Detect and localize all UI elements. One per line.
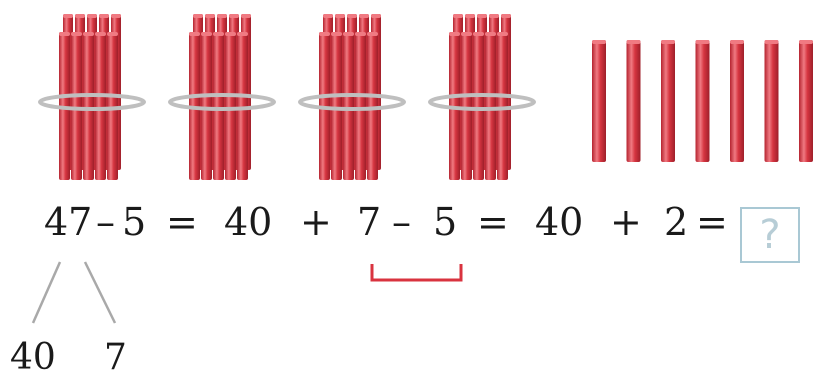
equation-term-tens: 40 (224, 203, 272, 241)
counting-stick (95, 32, 106, 180)
equation-term-minuend: 47 (44, 203, 92, 241)
equation-equals-sign: = (477, 203, 509, 241)
equation-term-difference: 2 (664, 203, 688, 241)
counting-stick (627, 40, 641, 162)
counting-stick (107, 32, 118, 180)
equation-equals-sign: = (696, 203, 728, 241)
equation-minus-sign: – (392, 203, 411, 241)
counting-stick (730, 40, 744, 162)
counting-stick (83, 32, 94, 180)
equation-minus-sign: – (96, 203, 115, 241)
decomposition-ones: 7 (104, 340, 127, 376)
counting-stick (661, 40, 675, 162)
counting-stick (331, 32, 342, 180)
counting-stick (765, 40, 779, 162)
counting-stick (237, 32, 248, 180)
equation-equals-sign: = (166, 203, 198, 241)
branch-line-tens (33, 262, 60, 323)
equation-plus-sign: + (610, 203, 642, 241)
counting-stick (213, 32, 224, 180)
stick-bundle (40, 14, 144, 180)
branch-line-ones (85, 262, 115, 323)
stick-bundle (430, 14, 534, 180)
counting-stick (355, 32, 366, 180)
question-mark: ? (759, 212, 780, 258)
counting-stick (461, 32, 472, 180)
counting-stick (497, 32, 508, 180)
equation-term-subtrahend: 5 (433, 203, 457, 241)
answer-box[interactable]: ? (740, 207, 800, 263)
stick-bundle (170, 14, 274, 180)
counting-stick (592, 40, 606, 162)
equation-term-subtrahend: 5 (122, 203, 146, 241)
loose-sticks (592, 40, 813, 162)
stick-bundles (40, 14, 534, 180)
counting-stick (799, 40, 813, 162)
counting-stick (485, 32, 496, 180)
counting-stick (367, 32, 378, 180)
counting-stick (473, 32, 484, 180)
counting-stick (696, 40, 710, 162)
grouping-bracket (372, 264, 461, 280)
equation-term-ones: 7 (357, 203, 381, 241)
counting-stick (225, 32, 236, 180)
counting-stick (71, 32, 82, 180)
equation-plus-sign: + (300, 203, 332, 241)
counting-stick (201, 32, 212, 180)
decomposition-tens: 40 (10, 340, 56, 376)
counting-stick (343, 32, 354, 180)
equation-term-tens: 40 (535, 203, 583, 241)
stick-bundle (300, 14, 404, 180)
